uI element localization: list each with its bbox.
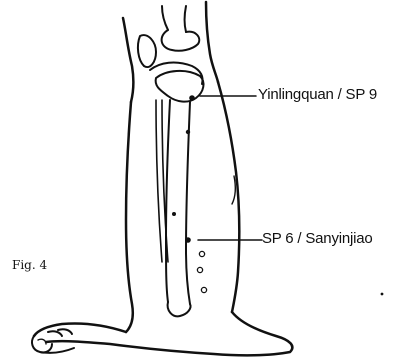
thigh-outline-front — [206, 2, 218, 82]
acupoint-sp9-marker — [189, 95, 195, 101]
acupoint-hollow-marker — [201, 287, 206, 292]
calf-outline-front — [218, 82, 239, 312]
calf-outline-back — [126, 102, 133, 332]
tibia-head — [156, 71, 204, 102]
acupoint-hollow-marker — [197, 267, 202, 272]
thigh-outline-back — [123, 18, 133, 102]
patella — [138, 35, 156, 67]
calf-contour — [232, 176, 235, 204]
acupoint-marker — [172, 212, 176, 216]
malleolus — [168, 302, 191, 316]
femur-shaft — [162, 6, 186, 32]
acupoint-label-sp6: SP 6 / Sanyinjiao — [262, 230, 373, 247]
figure-caption: Fig. 4 — [12, 258, 47, 272]
tibia-shaft-medial — [166, 100, 170, 302]
stray-mark — [381, 293, 384, 296]
foot-instep — [46, 312, 292, 355]
acupoint-label-sp9: Yinlingquan / SP 9 — [258, 86, 377, 103]
acupoint-sp6-marker — [185, 237, 191, 243]
foot-sole-back — [34, 323, 126, 336]
toenail — [38, 339, 46, 344]
acupoint-hollow-marker — [199, 251, 204, 256]
femur-condyle — [162, 30, 200, 51]
acupoint-marker — [186, 130, 190, 134]
